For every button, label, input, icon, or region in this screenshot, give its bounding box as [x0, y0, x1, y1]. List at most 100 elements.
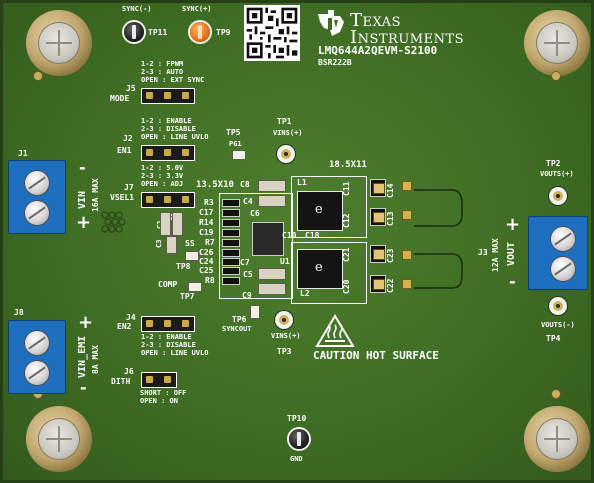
j1-rating: 16A MAX — [91, 178, 100, 212]
j3-vout-terminal[interactable] — [528, 216, 588, 290]
sync-minus-test-point[interactable] — [124, 22, 144, 42]
c21-label: C21 — [342, 247, 351, 262]
brand-line-1: Texas — [350, 10, 402, 31]
j7-ref: J7 — [124, 183, 134, 192]
j2-option-2: 2-3 : DISABLE — [141, 125, 196, 133]
brand-line-2: Instruments — [350, 27, 465, 48]
j8-minus-sign: - — [80, 378, 87, 397]
caution-text: CAUTION HOT SURFACE — [313, 349, 439, 362]
c18-label: C18 — [305, 231, 320, 240]
j8-vin-emi-terminal[interactable] — [8, 320, 66, 394]
l1-outline — [291, 176, 367, 238]
c5-capacitor — [258, 283, 286, 295]
j7-vsel1-jumper[interactable] — [141, 192, 195, 208]
output-pad-3 — [402, 250, 412, 260]
j5-mode-jumper[interactable] — [141, 88, 195, 104]
c14-label: C14 — [386, 183, 395, 198]
mounting-hole-top-left — [26, 10, 92, 76]
j4-option-1: 1-2 : ENABLE — [141, 333, 192, 341]
r8-resistor — [222, 277, 240, 285]
r3-label: R3 — [204, 198, 214, 207]
j5-option-2: 2-3 : AUTO — [141, 68, 184, 76]
c8-capacitor — [258, 180, 286, 192]
c22-label: C22 — [386, 278, 395, 293]
screw-icon — [25, 201, 49, 225]
via — [34, 72, 42, 80]
tp3-vins-test-point[interactable] — [275, 311, 293, 329]
via — [552, 390, 560, 398]
j4-option-3: OPEN : LINE UVLO — [141, 349, 209, 357]
tp4-label: TP4 — [546, 334, 561, 343]
c5-label: C5 — [243, 270, 253, 279]
j6-dith-jumper[interactable] — [141, 372, 177, 388]
c10-label: C10 — [282, 231, 297, 240]
l2-label: L2 — [300, 289, 310, 298]
tp10-label: TP10 — [287, 414, 307, 423]
j8-label: VIN_EMI — [77, 335, 88, 378]
mounting-hole-bottom-left — [26, 406, 92, 472]
tp10-gnd-test-point[interactable] — [289, 429, 309, 449]
screw-icon — [551, 227, 575, 251]
qr-code-icon — [244, 5, 300, 61]
c17-label: C17 — [199, 208, 214, 217]
screw-icon — [25, 171, 49, 195]
tp1-label: TP1 — [277, 117, 292, 126]
c14-capacitor — [373, 183, 385, 194]
u1-label: U1 — [280, 257, 290, 266]
tp1-vins-label: VINS(+) — [273, 129, 303, 137]
c23-label: C23 — [386, 248, 395, 263]
c3-capacitor — [166, 236, 177, 254]
j3-plus-sign: + — [505, 214, 521, 235]
sync-plus-label: SYNC(+) — [182, 5, 212, 13]
j7-option-3: OPEN : ADJ — [141, 180, 184, 188]
comp-pad[interactable] — [188, 282, 202, 292]
via — [552, 72, 560, 80]
screw-icon — [551, 257, 575, 281]
output-pad-1 — [402, 181, 412, 191]
c19-capacitor — [222, 229, 240, 237]
c4-capacitor — [258, 195, 286, 207]
ss-pad[interactable] — [185, 251, 199, 261]
pg1-pad[interactable] — [232, 150, 246, 160]
j4-name: EN2 — [117, 322, 132, 331]
l1-label: L1 — [297, 178, 307, 187]
j6-option-1: SHORT : OFF — [140, 389, 187, 397]
sync-plus-test-point[interactable] — [190, 22, 210, 42]
j8-rating: 8A MAX — [91, 345, 100, 374]
right-inductor-dimension: 18.5X11 — [329, 160, 367, 170]
j5-name: MODE — [110, 94, 130, 103]
sync-minus-label: SYNC(-) — [122, 5, 152, 13]
screw-head-icon — [39, 23, 79, 63]
c23-capacitor — [373, 249, 385, 260]
c4-label: C4 — [243, 197, 253, 206]
c12-label: C12 — [342, 213, 351, 228]
j5-option-3: OPEN : EXT SYNC — [141, 76, 205, 84]
r14-label: R14 — [199, 218, 214, 227]
ic-outline — [219, 193, 293, 299]
tp4-vouts-minus-test-point[interactable] — [549, 297, 567, 315]
mounting-hole-top-right — [524, 10, 590, 76]
j1-minus-sign: - — [79, 158, 86, 177]
u1-ic — [252, 222, 284, 256]
j4-option-2: 2-3 : DISABLE — [141, 341, 196, 349]
c25-label: C25 — [199, 266, 214, 275]
tp1-vins-test-point[interactable] — [277, 145, 295, 163]
screw-head-icon — [537, 23, 577, 63]
ti-logo-icon — [318, 10, 344, 36]
c24-capacitor — [222, 258, 240, 266]
tp2-label: TP2 — [546, 159, 561, 168]
tp2-vouts-plus-test-point[interactable] — [549, 187, 567, 205]
j3-minus-sign: - — [509, 272, 516, 291]
j4-en2-jumper[interactable] — [141, 316, 195, 332]
c13-capacitor — [373, 212, 385, 223]
j6-option-2: OPEN : ON — [140, 397, 178, 405]
tp9-label: TP9 — [216, 28, 231, 37]
l2-inductor: e — [297, 249, 343, 289]
j3-ref: J3 — [478, 248, 488, 257]
c26-capacitor — [222, 249, 240, 257]
c7-capacitor — [258, 268, 286, 280]
j1-vin-terminal[interactable] — [8, 160, 66, 234]
j2-en1-jumper[interactable] — [141, 145, 195, 161]
syncout-pad[interactable] — [250, 305, 260, 319]
